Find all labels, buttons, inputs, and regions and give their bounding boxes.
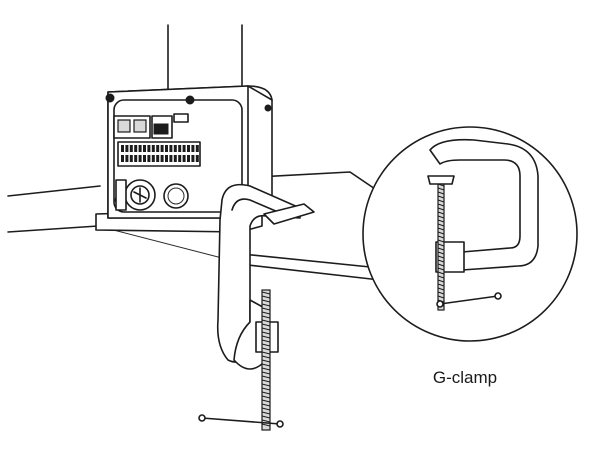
g-clamp-callout (362, 126, 578, 342)
g-clamp-installed (198, 183, 315, 431)
callout-label: G-clamp (432, 368, 498, 387)
mounting-pole (167, 24, 243, 93)
control-box (95, 85, 273, 233)
terminal-strip (121, 145, 199, 162)
